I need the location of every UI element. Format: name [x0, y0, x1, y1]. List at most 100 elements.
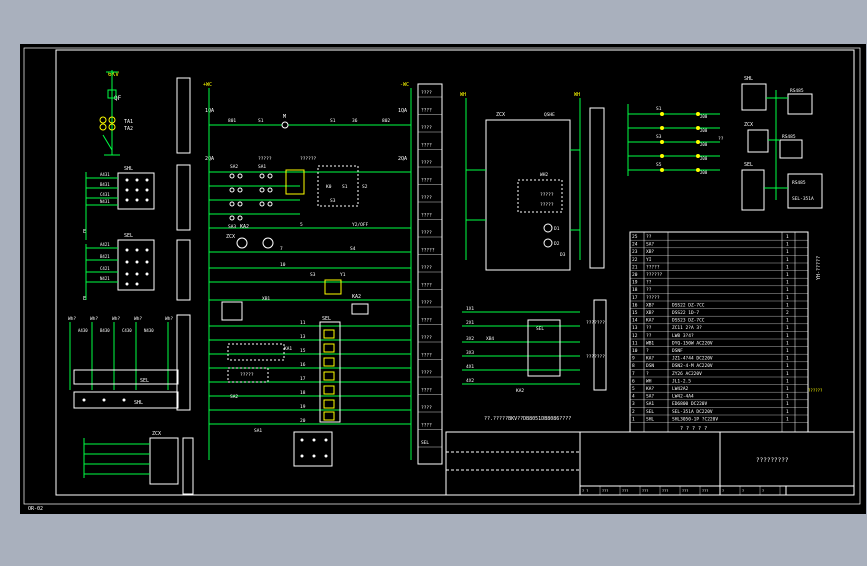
bom-spec: DSS23 DZ-7CC: [672, 318, 705, 324]
svg-text:SEL: SEL: [536, 326, 544, 332]
svg-text:???????: ???????: [586, 354, 605, 360]
svg-text:??: ??: [718, 136, 724, 142]
svg-text:??????: ??????: [300, 156, 317, 162]
middle-caption: ??.?????BKV??DB8051DB8086????: [484, 416, 571, 422]
svg-text:1QA: 1QA: [398, 108, 407, 114]
bom-name: ??: [646, 234, 652, 240]
svg-text:200: 200: [700, 114, 708, 119]
title-cell: ? ?: [582, 489, 588, 493]
svg-text:M: M: [283, 114, 286, 120]
svg-text:XB1: XB1: [262, 296, 270, 302]
bom-name: SA?: [646, 394, 654, 400]
bom-no: 3: [632, 401, 635, 407]
bom-name: DSN: [646, 363, 654, 369]
outer-frame: [23, 47, 861, 505]
svg-text:ZCX: ZCX: [496, 112, 505, 118]
svg-text:S5: S5: [656, 162, 662, 168]
bom-name: ?: [646, 371, 649, 377]
middle-upper-device: WH WH ZCX QSHE WH2 ????? ????? D1 D2 D3: [460, 92, 605, 271]
bom-spec: ZY26 AC220V: [672, 371, 702, 377]
svg-text:2QA: 2QA: [398, 156, 407, 162]
svg-text:SA2: SA2: [230, 164, 238, 170]
terminal-item: ????: [421, 108, 432, 114]
bom-no: 4: [632, 394, 635, 400]
bom-qty: 1: [786, 333, 789, 339]
terminal-item: ????: [421, 230, 432, 236]
svg-text:SA1: SA1: [254, 428, 262, 434]
relay-sel-box: [117, 239, 155, 291]
title-cell: ?: [742, 489, 744, 493]
bom-name: XB?: [646, 249, 654, 255]
wh-block-sel: [73, 369, 179, 385]
svg-text:QSHE: QSHE: [544, 112, 555, 118]
bom-name: ?: [646, 348, 649, 354]
svg-text:19: 19: [300, 404, 306, 410]
svg-text:15: 15: [300, 348, 306, 354]
svg-text:RS485: RS485: [792, 180, 806, 186]
bom-qty: 1: [786, 272, 789, 278]
bom-name: ??: [646, 280, 652, 286]
svg-text:D1: D1: [554, 226, 560, 232]
bom-qty: 1: [786, 318, 789, 324]
svg-text:13: 13: [300, 334, 306, 340]
title-cell: ???: [702, 489, 708, 493]
svg-text:WH: WH: [460, 92, 466, 98]
drawing-canvas: [20, 44, 866, 514]
svg-text:SA2: SA2: [230, 394, 238, 400]
svg-text:4X1: 4X1: [466, 364, 474, 370]
bom-no: 18: [632, 287, 638, 293]
bom-no: 17: [632, 295, 638, 301]
terminal-item: ????: [421, 125, 432, 131]
relay-sel-label: SEL: [124, 233, 133, 239]
bom-no: 23: [632, 249, 638, 255]
svg-text:N430: N430: [144, 328, 154, 333]
terminal-item: ????: [421, 388, 432, 394]
terminal-item: ????: [421, 195, 432, 201]
bom-qty: 1: [786, 302, 789, 308]
bom-no: 12: [632, 333, 638, 339]
terminal-item: ????: [421, 405, 432, 411]
svg-text:SA3: SA3: [228, 224, 236, 230]
bom-qty: 1: [786, 242, 789, 248]
terminal-item: ????: [421, 90, 432, 96]
svg-text:B431: B431: [100, 182, 110, 187]
svg-text:ZCX: ZCX: [152, 431, 161, 437]
bom-name: SHL: [646, 416, 654, 422]
svg-text:5: 5: [300, 222, 303, 228]
bom-no: 1: [632, 416, 635, 422]
svg-text:18: 18: [300, 390, 306, 396]
bom-no: 24: [632, 242, 638, 248]
svg-text:RS485: RS485: [790, 88, 804, 94]
svg-text:SEL-351A: SEL-351A: [792, 196, 814, 202]
bom-no: 21: [632, 264, 638, 270]
bom-no: 14: [632, 318, 638, 324]
svg-text:801: 801: [228, 118, 236, 124]
svg-text:1X1: 1X1: [466, 306, 474, 312]
svg-text:WH: WH: [574, 92, 580, 98]
title-block: ????????? ? ??????????????????????: [445, 431, 855, 496]
bom-name: ?????: [646, 295, 660, 301]
svg-text:3X2: 3X2: [466, 336, 474, 342]
ct2-label: TA2: [124, 126, 133, 132]
bom-no: 5: [632, 386, 635, 392]
svg-text:? ? ? ? ?: ? ? ? ? ?: [680, 426, 707, 432]
svg-text:11: 11: [300, 320, 306, 326]
bom-spec: DYQ-150W AC220V: [672, 340, 713, 346]
bom-no: 8: [632, 363, 635, 369]
svg-text:S4: S4: [350, 246, 356, 252]
middle-lower-circuit: 1X1 2X1 3X2 3X3 4X1 4X2 XB4 KA2 SEL ????…: [462, 299, 607, 422]
bom-name: KA?: [646, 356, 654, 362]
bom-no: 9: [632, 356, 635, 362]
bom-name: WB1: [646, 340, 654, 346]
control-circuit: +WC -WC 1QA 1QA 2QA 2QA 801 802 S1 M S1 …: [203, 82, 412, 467]
svg-text:K0: K0: [326, 184, 332, 190]
svg-text:RS485: RS485: [782, 134, 796, 140]
svg-text:S1: S1: [656, 106, 662, 112]
terminal-item: ????: [421, 353, 432, 359]
svg-text:Wh?: Wh?: [134, 316, 142, 322]
title-cell: ???: [682, 489, 688, 493]
bom-qty: 1: [786, 409, 789, 415]
bom-spec: LW42-4A4: [672, 394, 694, 400]
